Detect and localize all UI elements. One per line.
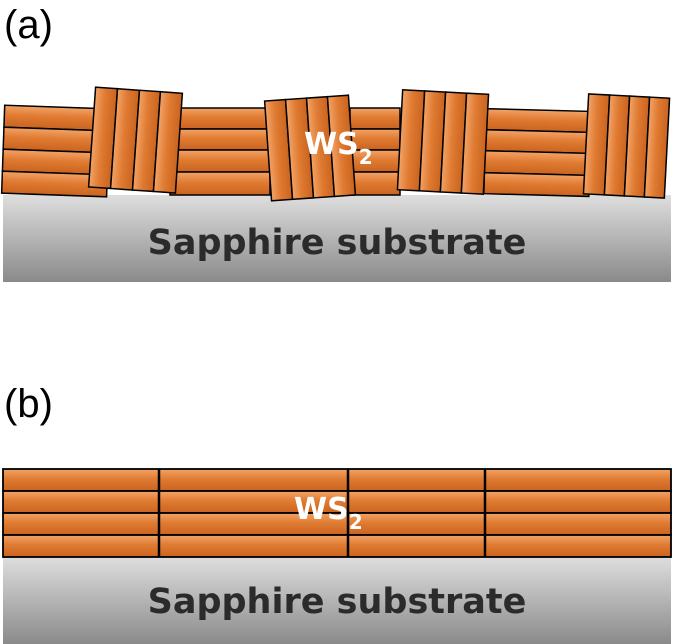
panel-a-flat-flake-4 [483,107,592,198]
panel-a-substrate-label: Sapphire substrate [148,223,527,263]
panel-a: (a) [0,3,671,282]
panel-a-vertical-flake-4 [582,93,671,199]
panel-a-label: (a) [4,3,53,47]
panel-b: (b) WS2 Sapphire substrate [2,382,672,644]
panel-a-vertical-flake-1 [87,86,184,194]
panel-a-vertical-flake-2 [263,94,357,202]
panel-a-flat-flake-2 [169,107,271,196]
panel-a-ws2-label: WS2 [304,127,373,169]
panel-b-ws2-label: WS2 [294,492,363,534]
panel-b-label: (b) [4,382,53,426]
panel-b-substrate [3,557,671,644]
panel-b-ws2-film [2,468,672,558]
panel-a-substrate [3,195,671,282]
panel-a-vertical-flake-3 [396,89,490,195]
panel-b-substrate-label: Sapphire substrate [148,582,527,622]
